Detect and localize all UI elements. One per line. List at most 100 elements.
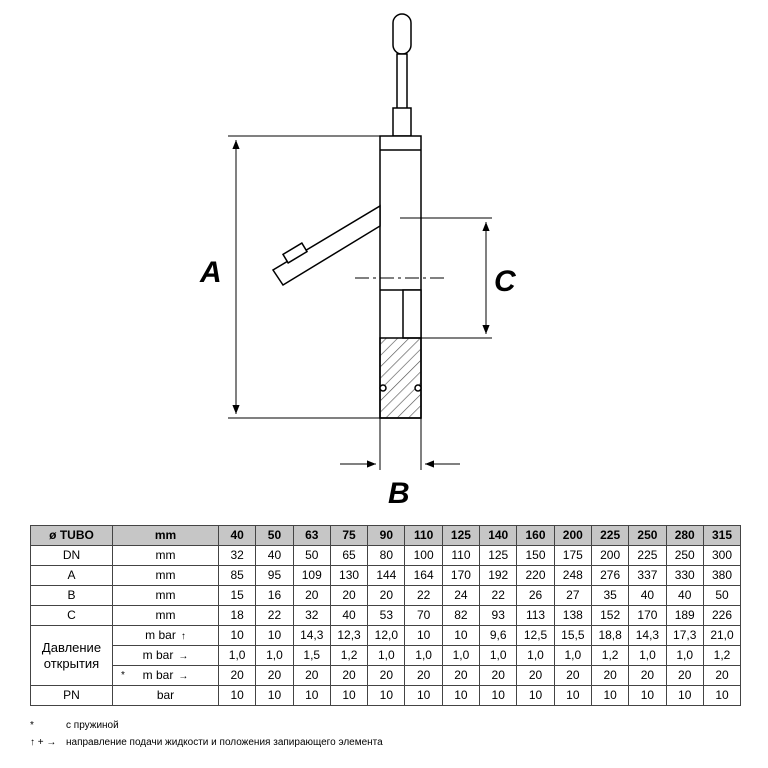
unit-text: m bar	[145, 627, 176, 642]
value-cell: 1,0	[255, 645, 294, 666]
value-cell: 10	[665, 685, 704, 706]
header-cell: ø TUBO	[30, 525, 113, 546]
row-unit: bar	[112, 685, 219, 706]
value-cell: 150	[516, 545, 555, 566]
value-cell: 22	[479, 585, 518, 606]
value-cell: 80	[367, 545, 406, 566]
dimension-c-label: C	[494, 265, 517, 298]
value-cell: 20	[665, 665, 704, 686]
value-cell: 220	[516, 565, 555, 586]
value-cell: 10	[404, 685, 443, 706]
value-cell: 109	[292, 565, 331, 586]
value-cell: 170	[628, 605, 667, 626]
header-cell: 40	[217, 525, 257, 546]
value-cell: 40	[329, 605, 369, 626]
value-cell: 35	[590, 585, 630, 606]
valve-stem	[392, 13, 412, 137]
value-cell: 1,0	[665, 645, 704, 666]
header-cell: 75	[329, 525, 369, 546]
value-cell: 164	[404, 565, 443, 586]
value-cell: 40	[255, 545, 294, 566]
header-cell: 140	[479, 525, 518, 546]
value-cell: 14,3	[292, 625, 331, 646]
value-cell: 189	[665, 605, 704, 626]
value-cell: 152	[590, 605, 630, 626]
value-cell: 20	[292, 585, 331, 606]
value-cell: 24	[441, 585, 481, 606]
dimension-b	[340, 418, 460, 470]
value-cell: 1,2	[702, 645, 742, 666]
value-cell: 27	[553, 585, 592, 606]
header-cell: 200	[553, 525, 592, 546]
value-cell: 85	[217, 565, 257, 586]
value-cell: 144	[367, 565, 406, 586]
value-cell: 10	[367, 685, 406, 706]
value-cell: 20	[441, 665, 481, 686]
value-cell: 337	[628, 565, 667, 586]
value-cell: 20	[292, 665, 331, 686]
value-cell: 9,6	[479, 625, 518, 646]
pressure-unit: m bar ↑	[112, 625, 219, 646]
value-cell: 53	[367, 605, 406, 626]
pressure-label-line2: открытия	[43, 655, 100, 671]
header-cell: 110	[404, 525, 443, 546]
header-cell: 315	[702, 525, 742, 546]
value-cell: 1,2	[590, 645, 630, 666]
value-cell: 225	[628, 545, 667, 566]
value-cell: 10	[441, 625, 481, 646]
value-cell: 200	[590, 545, 630, 566]
value-cell: 1,0	[217, 645, 257, 666]
value-cell: 10	[441, 685, 481, 706]
value-cell: 95	[255, 565, 294, 586]
header-cell: 225	[590, 525, 630, 546]
value-cell: 10	[255, 685, 294, 706]
value-cell: 10	[255, 625, 294, 646]
value-cell: 380	[702, 565, 742, 586]
value-cell: 18,8	[590, 625, 630, 646]
unit-text: m bar	[142, 667, 174, 682]
direction-arrows-icon: ↑ + →	[30, 737, 57, 748]
value-cell: 12,3	[329, 625, 369, 646]
value-cell: 110	[441, 545, 481, 566]
value-cell: 10	[590, 685, 630, 706]
asterisk-mark: *	[30, 720, 34, 731]
header-cell: 50	[255, 525, 294, 546]
value-cell: 22	[255, 605, 294, 626]
note-direction: ↑ + → направление подачи жидкости и поло…	[30, 734, 383, 751]
row-unit: mm	[112, 545, 219, 566]
value-cell: 17,3	[665, 625, 704, 646]
value-cell: 192	[479, 565, 518, 586]
value-cell: 113	[516, 605, 555, 626]
value-cell: 330	[665, 565, 704, 586]
header-cell: 250	[628, 525, 667, 546]
value-cell: 100	[404, 545, 443, 566]
value-cell: 20	[255, 665, 294, 686]
row-label: B	[30, 585, 113, 606]
value-cell: 15,5	[553, 625, 592, 646]
pressure-unit: *m bar→	[112, 665, 219, 686]
header-cell: 160	[516, 525, 555, 546]
arrow-up-icon: ↑	[180, 630, 186, 642]
value-cell: 20	[404, 665, 443, 686]
valve-dimension-drawing: A C B	[199, 13, 517, 510]
value-cell: 93	[479, 605, 518, 626]
value-cell: 40	[628, 585, 667, 606]
value-cell: 14,3	[628, 625, 667, 646]
row-label: DN	[30, 545, 113, 566]
value-cell: 70	[404, 605, 443, 626]
value-cell: 250	[665, 545, 704, 566]
value-cell: 20	[628, 665, 667, 686]
row-unit: mm	[112, 605, 219, 626]
footnotes: * с пружиной ↑ + → направление подачи жи…	[30, 717, 383, 751]
value-cell: 175	[553, 545, 592, 566]
value-cell: 20	[590, 665, 630, 686]
header-cell: 90	[367, 525, 406, 546]
value-cell: 10	[553, 685, 592, 706]
value-cell: 18	[217, 605, 257, 626]
value-cell: 22	[404, 585, 443, 606]
